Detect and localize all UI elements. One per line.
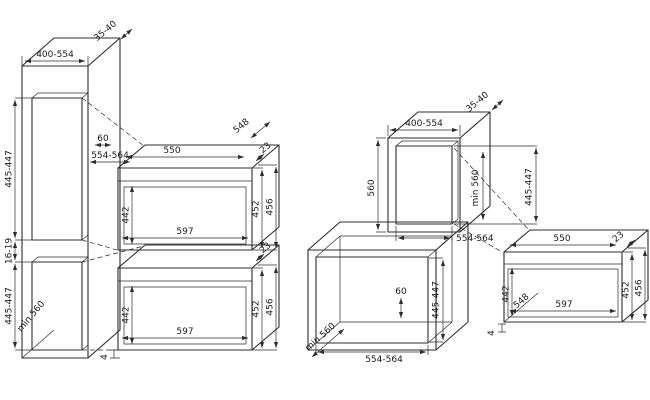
lower-niche-depth: [31, 256, 89, 351]
dim-divider: 16-19: [5, 238, 15, 264]
oven-door-lines: [503, 263, 622, 323]
column-side-face: [87, 37, 121, 359]
dim-oven-overhang: 23: [258, 141, 273, 156]
dimension-line: [120, 28, 133, 40]
dimension-line: [250, 121, 271, 139]
dim-oven-depth: 548: [512, 292, 532, 311]
extension-lines: [21, 56, 89, 66]
oven-top-face: [503, 229, 649, 253]
dimension-line: [491, 99, 504, 111]
dimension-line: [255, 153, 265, 162]
dim-column-width: 400-554: [36, 50, 74, 60]
dim-wall-width: 400-554: [405, 119, 443, 129]
oven-front-face: [503, 251, 623, 323]
wall-cabinet-top-face: [387, 111, 491, 139]
dim-service-space: 60: [97, 134, 109, 144]
oven-door-lines: [118, 280, 252, 345]
dim-base-depth: min 560: [304, 321, 338, 353]
oven-top-face: [117, 244, 280, 269]
dim-oven-door-height: 442: [122, 206, 132, 223]
dimension-line: [626, 239, 636, 248]
dim-oven-front-width: 597: [555, 300, 572, 310]
extension-lines: [387, 125, 461, 136]
dim-niche-width: 554-564: [91, 151, 129, 161]
dim-oven-height-total: 456: [266, 298, 276, 315]
dim-wall-height: 560: [367, 179, 377, 196]
upper-niche-depth: [31, 92, 89, 241]
dim-oven-depth: 548: [232, 117, 252, 136]
lower-oven: 23 452 456 442 597 4: [100, 241, 280, 360]
extension-lines: [110, 349, 126, 359]
dim-oven-front-width: 597: [176, 327, 193, 337]
left-column-installation: 400-554 35-40 445-447 16-19 445-447 min …: [5, 19, 280, 360]
dim-base-niche-height: 445-447: [432, 281, 442, 319]
extension-lines: [623, 247, 646, 323]
dim-oven-overhang: 23: [611, 230, 626, 245]
extension-lines: [376, 137, 386, 233]
dim-oven-top-width: 550: [553, 234, 570, 244]
dim-rear-gap: 35-40: [92, 19, 119, 44]
dim-oven-door-height: 442: [502, 285, 512, 302]
wall-cabinet-front-face: [387, 137, 461, 233]
dim-oven-height-front: 452: [252, 300, 262, 317]
extension-lines: [253, 264, 277, 351]
base-cabinet-interior: [307, 235, 453, 351]
wall-cabinet-niche: [395, 145, 453, 225]
extension-lines: [498, 323, 506, 333]
right-base-installation: 400-554 35-40 560 min 560 445-447 554-56…: [304, 90, 649, 365]
dim-oven-height-front: 452: [252, 200, 262, 217]
dim-base-service-space: 60: [395, 287, 407, 297]
right-oven: 550 23 452 456 442 597 548 4: [487, 229, 649, 336]
oven-side-face: [621, 229, 649, 323]
dim-wall-niche-depth: min 560: [471, 169, 481, 206]
dim-base-niche-width: 554-564: [365, 355, 403, 365]
dim-oven-height-front: 452: [622, 281, 632, 298]
extension-lines: [395, 226, 453, 241]
dim-oven-door-height: 442: [122, 306, 132, 323]
upper-niche: [31, 97, 83, 241]
dim-oven-front-width: 597: [176, 227, 193, 237]
projection-lines: [81, 97, 145, 351]
projection-lines: [453, 147, 529, 253]
dimension-line: [255, 253, 265, 262]
oven-door-lines: [118, 180, 252, 245]
wall-cabinet-side-face: [459, 111, 491, 233]
extension-lines: [315, 345, 429, 355]
dimension-line: [311, 328, 345, 358]
base-cabinet-side-face: [435, 221, 469, 351]
dim-wall-niche-width: 554-564: [456, 234, 494, 244]
dim-oven-height-total: 456: [635, 279, 645, 296]
dim-lower-niche-height: 445-447: [5, 287, 15, 325]
niche-depth-lines: [395, 140, 459, 225]
dim-wall-niche-height: 445-447: [525, 168, 535, 206]
column-depth-edge: [21, 329, 55, 359]
dim-oven-bottom-gap: 4: [487, 330, 497, 336]
dim-oven-bottom-gap: 4: [100, 354, 110, 360]
dim-oven-top-width: 550: [163, 146, 180, 156]
upper-oven: 550 548 23 452 456 442 597: [117, 117, 280, 251]
extension-lines: [15, 97, 32, 351]
dim-wall-rear-gap: 35-40: [464, 90, 491, 115]
dim-oven-height-total: 456: [266, 198, 276, 215]
oven-top-face: [117, 144, 280, 169]
extension-lines: [429, 257, 443, 343]
column-top-face: [21, 37, 121, 67]
dim-upper-niche-height: 445-447: [5, 150, 15, 188]
